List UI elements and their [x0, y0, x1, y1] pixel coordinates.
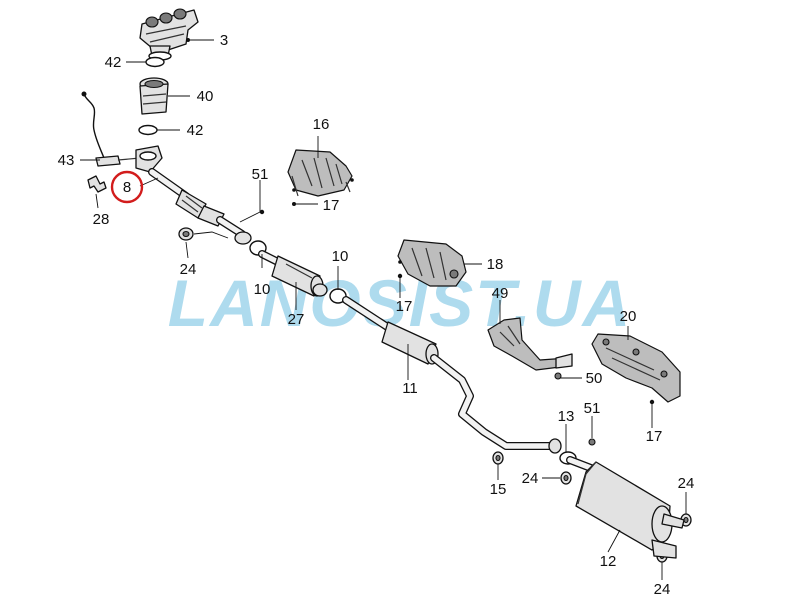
fastener-17-rear [649, 399, 655, 405]
heat-shield-bracket[interactable] [487, 317, 573, 371]
fastener-50 [554, 372, 562, 380]
callout-24-rear-1[interactable]: 24 [522, 470, 539, 487]
callout-42-lower[interactable]: 42 [187, 122, 204, 139]
callout-15[interactable]: 15 [490, 481, 507, 498]
callout-10-right[interactable]: 10 [332, 248, 349, 265]
rubber-hanger-rear-1[interactable] [560, 471, 572, 485]
callout-42-upper[interactable]: 42 [105, 54, 122, 71]
rubber-hanger-left[interactable] [178, 227, 229, 241]
heat-shield-rear[interactable] [591, 333, 681, 403]
callout-3[interactable]: 3 [220, 32, 228, 49]
callout-labels: 3 42 40 42 43 8 28 16 17 51 24 10 10 27 … [58, 32, 695, 598]
callout-40[interactable]: 40 [197, 88, 214, 105]
heat-shield-center[interactable] [397, 239, 467, 287]
highlight-ring [110, 170, 144, 204]
callout-43[interactable]: 43 [58, 152, 75, 169]
callout-24-rear-2[interactable]: 24 [678, 475, 695, 492]
callout-24-rear-3[interactable]: 24 [654, 581, 671, 598]
callout-13[interactable]: 13 [558, 408, 575, 425]
callout-17-rear[interactable]: 17 [646, 428, 663, 445]
callout-24-left[interactable]: 24 [180, 261, 197, 278]
bracket[interactable] [87, 175, 107, 193]
callout-16[interactable]: 16 [313, 116, 330, 133]
oxygen-sensor[interactable] [81, 91, 141, 167]
callout-17-center[interactable]: 17 [396, 298, 413, 315]
leader-lines [80, 38, 687, 580]
heat-shield-upper[interactable] [287, 149, 354, 197]
gasket-lower[interactable] [138, 124, 158, 136]
callout-51-rear[interactable]: 51 [584, 400, 601, 417]
rubber-hanger-center[interactable] [492, 451, 504, 465]
callout-20[interactable]: 20 [620, 308, 637, 325]
callout-12[interactable]: 12 [600, 553, 617, 570]
callout-49[interactable]: 49 [492, 285, 509, 302]
rear-muffler[interactable] [566, 456, 685, 559]
callout-51-front[interactable]: 51 [252, 166, 269, 183]
callout-18[interactable]: 18 [487, 256, 504, 273]
callout-8[interactable]: 8 [123, 179, 131, 196]
callout-11[interactable]: 11 [402, 380, 418, 397]
callout-27[interactable]: 27 [288, 311, 305, 328]
resonator[interactable] [258, 250, 328, 297]
callout-10-left[interactable]: 10 [254, 281, 271, 298]
fastener-51-rear [588, 438, 596, 446]
callout-50[interactable]: 50 [586, 370, 603, 387]
exhaust-manifold[interactable] [139, 8, 199, 61]
callout-17-upper[interactable]: 17 [323, 197, 340, 214]
catalytic-converter[interactable] [139, 77, 169, 115]
gasket-upper[interactable] [145, 56, 165, 68]
front-exhaust-pipe[interactable] [135, 145, 252, 245]
intermediate-pipe[interactable] [342, 296, 562, 454]
callout-28[interactable]: 28 [93, 211, 110, 228]
fastener-51-front [259, 209, 265, 215]
